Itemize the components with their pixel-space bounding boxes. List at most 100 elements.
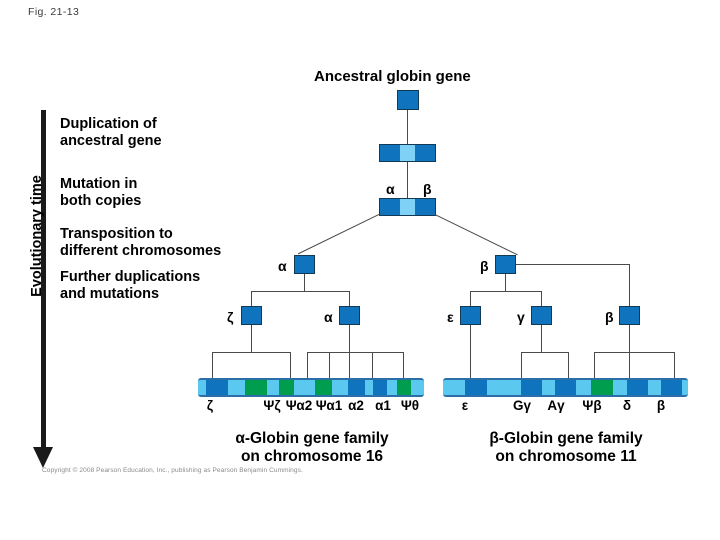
- alpha-gene-zeta: [206, 380, 228, 395]
- gamma-node-box: [531, 306, 552, 325]
- beta-gene-a-gamma: [555, 380, 576, 395]
- step-transposition-line1: Transposition to: [60, 226, 173, 242]
- beta-gene-g-gamma: [521, 380, 542, 395]
- beta-label-epsilon: ε: [461, 398, 469, 413]
- mutated-gene-bar: [379, 198, 436, 216]
- alpha-chromosome-bar: [198, 378, 424, 397]
- epsilon-stem: [470, 325, 471, 378]
- beta-gene-beta: [661, 380, 682, 395]
- step-further-line2: and mutations: [60, 286, 160, 303]
- beta-chromosome-bar: [443, 378, 688, 397]
- alpha-bracket-drop-1: [307, 352, 308, 378]
- gamma-stem: [541, 325, 542, 352]
- ancestral-gene-box: [397, 90, 419, 110]
- step-mutation-line2: both copies: [60, 193, 142, 210]
- zeta-bracket: [212, 352, 290, 353]
- alpha-node-box: [339, 306, 360, 325]
- gamma-bracket-right: [568, 352, 569, 378]
- alpha-gene-psi-theta: [397, 380, 411, 395]
- alpha-bracket: [307, 352, 403, 353]
- connector-ancestral-to-duplicate: [407, 110, 408, 144]
- mutated-segment-right: [415, 199, 435, 215]
- beta-gene-epsilon: [465, 380, 487, 395]
- alpha-ancestor-box: [294, 255, 315, 274]
- epsilon-node-box: [460, 306, 481, 325]
- evolutionary-time-arrow-shaft: [41, 110, 46, 455]
- copyright-notice: Copyright © 2008 Pearson Education, Inc.…: [42, 467, 303, 474]
- alpha-gene-alpha2: [348, 380, 365, 395]
- alpha-gene-alpha1: [373, 380, 387, 395]
- beta-bracket-left: [594, 352, 595, 378]
- alpha-bracket-drop-2: [329, 352, 330, 378]
- beta-ancestor-label: β: [480, 258, 489, 274]
- figure-number: Fig. 21-13: [28, 6, 80, 18]
- alpha-family-caption-line1: α-Globin gene family: [235, 430, 389, 447]
- alpha-gene-psi-alpha2: [279, 380, 294, 395]
- alpha-gene-psi-alpha1: [315, 380, 332, 395]
- beta-node-box: [619, 306, 640, 325]
- zeta-bracket-left: [212, 352, 213, 378]
- mutated-segment-middle: [399, 199, 416, 215]
- epsilon-node-label: ε: [447, 309, 454, 325]
- alpha-bracket-drop-4: [403, 352, 404, 378]
- beta-branch-label: β: [423, 181, 432, 197]
- connector-to-zeta: [251, 291, 252, 306]
- beta-ancestor-box: [495, 255, 516, 274]
- alpha-ancestor-crossbar: [251, 291, 349, 292]
- connector-to-gamma: [541, 291, 542, 306]
- connector-to-epsilon: [470, 291, 471, 306]
- gene-segment-right: [415, 145, 435, 161]
- alpha-label-alpha2: α2: [348, 398, 364, 413]
- zeta-stem: [251, 325, 252, 352]
- gamma-bracket-left: [521, 352, 522, 378]
- alpha-label-psi-alpha2: Ψα2: [285, 398, 313, 413]
- gamma-node-label: γ: [517, 309, 525, 325]
- step-mutation-line1: Mutation in: [60, 176, 138, 192]
- step-further-duplications: Further duplications and mutations: [60, 269, 200, 303]
- alpha-label-alpha1: α1: [375, 398, 391, 413]
- connector-duplicate-to-mutated: [407, 162, 408, 198]
- alpha-family-caption: α-Globin gene family on chromosome 16: [212, 430, 412, 467]
- beta-label-delta: δ: [622, 398, 632, 413]
- alpha-label-psi-zeta: Ψζ: [263, 398, 281, 413]
- evolutionary-time-label: Evolutionary time: [29, 175, 45, 297]
- ancestral-globin-heading: Ancestral globin gene: [314, 68, 471, 85]
- connector-to-beta-terminal: [629, 264, 630, 306]
- beta-gene-delta: [627, 380, 648, 395]
- beta-label-g-gamma: Gγ: [512, 398, 531, 413]
- alpha-stem: [349, 325, 350, 378]
- beta-ancestor-crossbar: [470, 291, 541, 292]
- beta-label-a-gamma: Aγ: [547, 398, 565, 413]
- gene-segment-left: [380, 145, 400, 161]
- step-mutation: Mutation in both copies: [60, 176, 141, 210]
- step-further-line1: Further duplications: [60, 269, 201, 285]
- evolutionary-time-arrow-head: [33, 447, 53, 468]
- beta-stem: [629, 325, 630, 378]
- beta-label-psi-beta: Ψβ: [582, 398, 602, 413]
- alpha-ancestor-stem: [304, 274, 305, 291]
- beta-bracket-right: [674, 352, 675, 378]
- beta-node-label: β: [605, 309, 614, 325]
- zeta-bracket-right: [290, 352, 291, 378]
- zeta-node-box: [241, 306, 262, 325]
- beta-bracket: [594, 352, 674, 353]
- beta-family-caption: β-Globin gene family on chromosome 11: [466, 430, 666, 467]
- step-transposition-line2: different chromosomes: [60, 243, 222, 260]
- beta-family-caption-line2: on chromosome 11: [495, 448, 637, 466]
- beta-ancestor-long-arm: [516, 264, 629, 265]
- alpha-label-psi-theta: Ψθ: [400, 398, 420, 413]
- duplicated-gene-bar: [379, 144, 436, 162]
- step-duplication-line1: Duplication of: [60, 116, 157, 132]
- alpha-node-label: α: [324, 309, 333, 325]
- alpha-ancestor-label: α: [278, 258, 287, 274]
- connector-to-beta-ancestor: [434, 214, 518, 256]
- gene-segment-middle: [399, 145, 416, 161]
- beta-ancestor-stem: [505, 274, 506, 291]
- zeta-node-label: ζ: [227, 309, 234, 325]
- alpha-bracket-drop-3: [372, 352, 373, 378]
- gamma-bracket: [521, 352, 568, 353]
- alpha-label-psi-alpha1: Ψα1: [315, 398, 343, 413]
- alpha-branch-label: α: [386, 181, 395, 197]
- beta-gene-psi-beta: [591, 380, 613, 395]
